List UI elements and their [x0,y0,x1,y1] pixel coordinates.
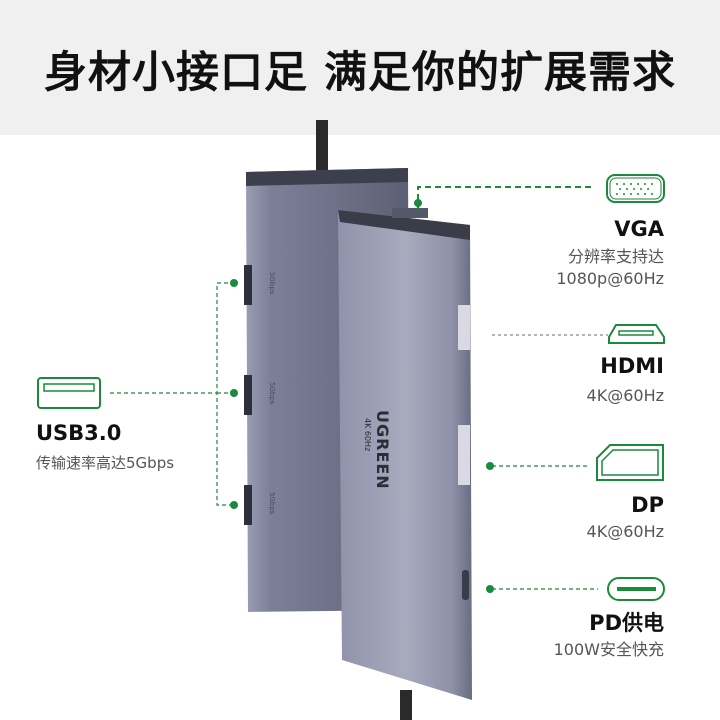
vga-label: VGA [614,217,664,241]
vga-port [392,208,428,218]
hdmi-port [458,425,470,485]
hdmi-desc: 4K@60Hz [586,386,664,405]
dp-desc: 4K@60Hz [586,522,664,541]
hdmi-label: HDMI [600,354,664,378]
vga-port-icon [606,174,665,203]
usb-port-mark: 5Gbps [268,382,276,405]
usb-desc: 传输速率高达5Gbps [36,454,175,472]
vga-callout-line [417,186,592,210]
bottom-cable [400,690,412,720]
usb-a-port [244,485,252,525]
brand-logo: UGREEN [373,410,392,490]
headline: 身材小接口足 满足你的扩展需求 [44,48,676,98]
usb-c-port [462,570,469,600]
usb-port-mark: 5Gbps [268,272,276,295]
pd-label: PD供电 [589,611,664,635]
usb-a-port-icon [37,377,101,409]
displayport-icon [596,444,664,481]
brand-tagline: 4K 60Hz [363,418,372,452]
vga-desc: 分辨率支持达 [567,247,664,266]
usb-a-port [244,375,252,415]
front-hub [338,208,472,700]
usb-port-mark: 5Gbps [268,492,276,515]
pd-desc: 100W安全快充 [553,640,664,659]
usb-label: USB3.0 [36,421,122,445]
vga-resolution: 1080p@60Hz [556,269,664,288]
usb-c-port-icon [607,577,665,601]
usb-a-port [244,265,252,305]
headline-banner [0,0,720,135]
dp-label: DP [631,493,664,517]
top-cable [316,120,328,175]
hdmi-port-icon [608,324,665,344]
hdmi-port [458,305,470,350]
